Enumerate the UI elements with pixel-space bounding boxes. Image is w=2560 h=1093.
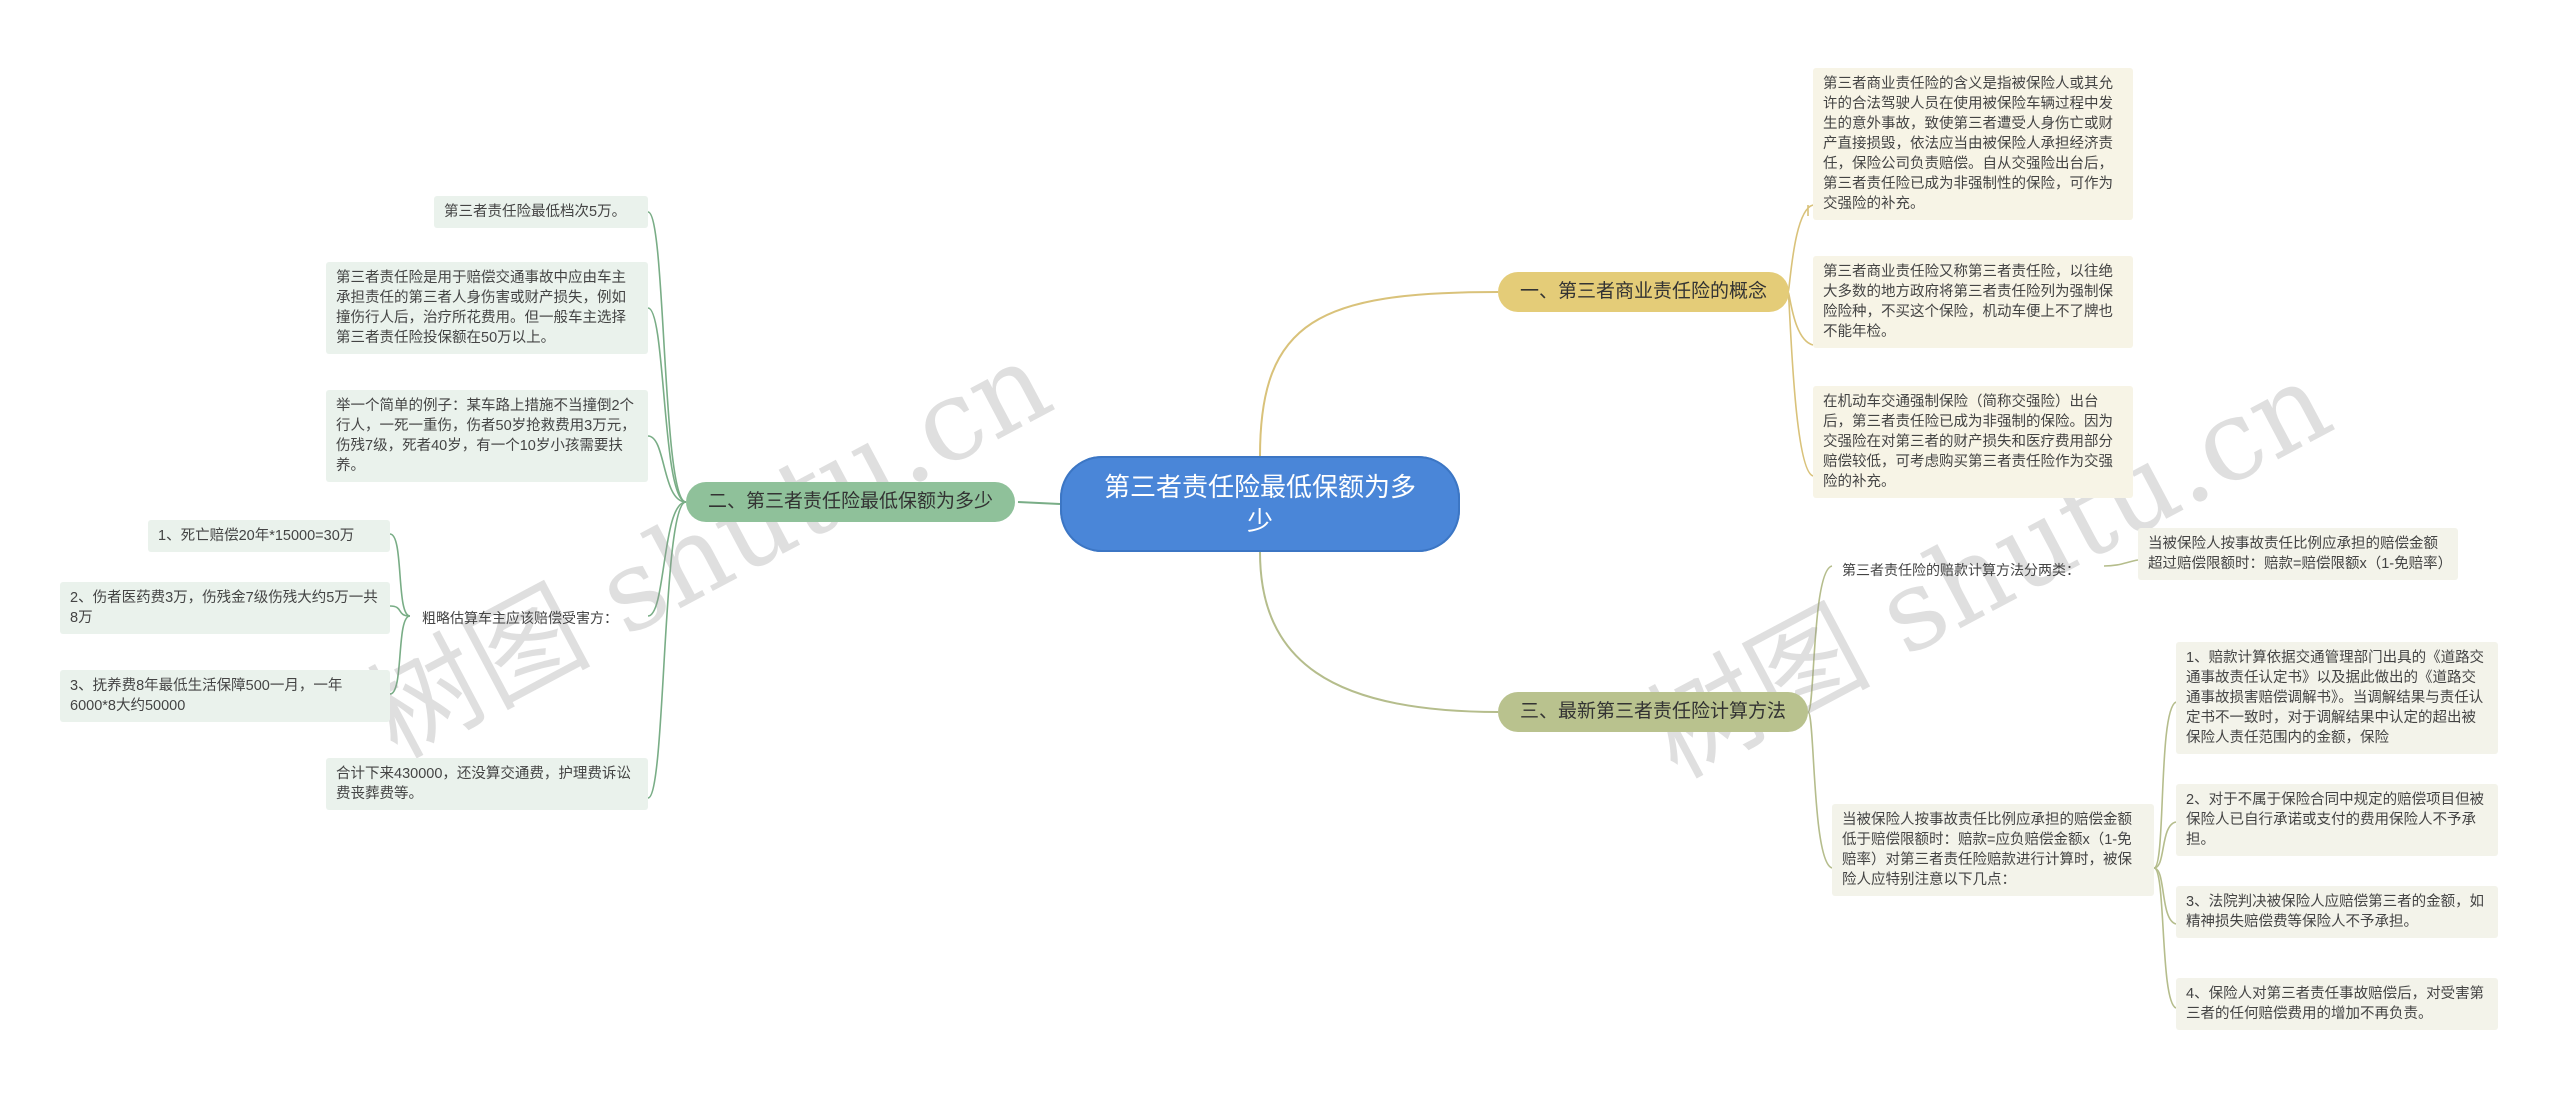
calc-note-2[interactable]: 2、对于不属于保险合同中规定的赔偿项目但被保险人已自行承诺或支付的费用保险人不予… [2176,784,2498,856]
estimate-item-1[interactable]: 1、死亡赔偿20年*15000=30万 [148,520,390,552]
branch-minimum[interactable]: 二、第三者责任险最低保额为多少 [686,482,1016,522]
branch-calc[interactable]: 三、最新第三者责任险计算方法 [1498,692,1809,732]
calc-note-4[interactable]: 4、保险人对第三者责任事故赔偿后，对受害第三者的任何赔偿费用的增加不再负责。 [2176,978,2498,1030]
concept-item-3[interactable]: 在机动车交通强制保险（简称交强险）出台后，第三者责任险已成为非强制的保险。因为交… [1813,386,2133,498]
minimum-item-5[interactable]: 合计下来430000，还没算交通费，护理费诉讼费丧葬费等。 [326,758,648,810]
minimum-item-3[interactable]: 举一个简单的例子：某车路上措施不当撞倒2个行人，一死一重伤，伤者50岁抢救费用3… [326,390,648,482]
minimum-item-2[interactable]: 第三者责任险是用于赔偿交通事故中应由车主承担责任的第三者人身伤害或财产损失，例如… [326,262,648,354]
concept-item-1[interactable]: 第三者商业责任险的含义是指被保险人或其允许的合法驾驶人员在使用被保险车辆过程中发… [1813,68,2133,220]
branch-concept[interactable]: 一、第三者商业责任险的概念 [1498,272,1790,312]
calc-note-3[interactable]: 3、法院判决被保险人应赔偿第三者的金额，如精神损失赔偿费等保险人不予承担。 [2176,886,2498,938]
calc-method-b[interactable]: 当被保险人按事故责任比例应承担的赔偿金额低于赔偿限额时：赔款=应负赔偿金额x（1… [1832,804,2154,896]
estimate-item-2[interactable]: 2、伤者医药费3万，伤残金7级伤残大约5万一共8万 [60,582,390,634]
minimum-item-1[interactable]: 第三者责任险最低档次5万。 [434,196,648,228]
root-topic[interactable]: 第三者责任险最低保额为多少 [1060,456,1460,552]
calc-note-1[interactable]: 1、赔款计算依据交通管理部门出具的《道路交通事故责任认定书》以及据此做出的《道路… [2176,642,2498,754]
estimate-item-3[interactable]: 3、抚养费8年最低生活保障500一月，一年6000*8大约50000 [60,670,390,722]
concept-item-2[interactable]: 第三者商业责任险又称第三者责任险，以往绝大多数的地方政府将第三者责任险列为强制保… [1813,256,2133,348]
minimum-item-4[interactable]: 粗略估算车主应该赔偿受害方： [422,610,618,626]
calc-method-title[interactable]: 第三者责任险的赔款计算方法分两类： [1842,562,2080,578]
calc-method-a[interactable]: 当被保险人按事故责任比例应承担的赔偿金额超过赔偿限额时：赔款=赔偿限额x（1-免… [2138,528,2458,580]
